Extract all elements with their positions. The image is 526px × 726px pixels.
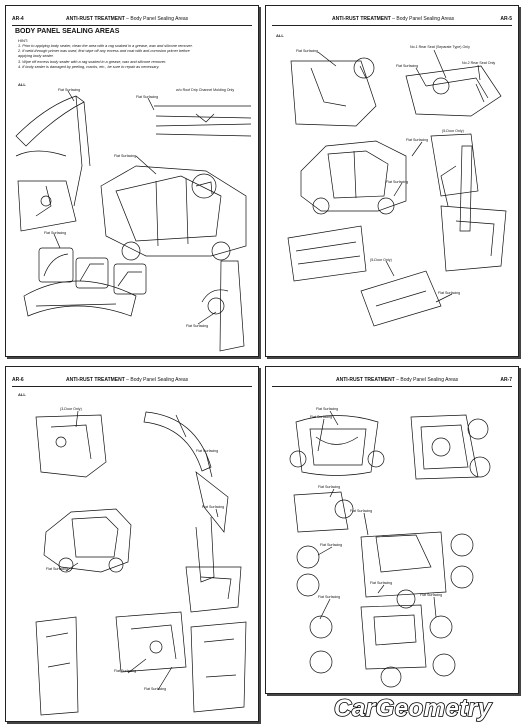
callout-label: w/o Roof Drip Channel Molding Only [176,88,235,92]
manual-page-ar7: ANTI-RUST TREATMENT – Body Panel Sealing… [265,366,519,694]
hint-item: 1. Prior to applying body sealer, clean … [18,44,193,48]
callout-label: (5-Door Only) [442,129,464,133]
callout-label: Flat Surfacing [406,138,429,142]
callout-label: Flat Surfacing [186,324,209,328]
callout-label: Flat Surfacing [386,180,409,184]
callout-label: Flat Surfacing [318,595,341,599]
callout-label: Flat Surfacing [296,49,319,53]
manual-page-ar6: AR-6 ANTI-RUST TREATMENT – Body Panel Se… [5,366,259,722]
callout-label: Flat Surfacing [136,95,159,99]
cargeometry-logo: CarGeometry [333,694,493,723]
callout-label: Flat Surfacing [58,88,81,92]
callout-label: Flat Surfacing [318,485,341,489]
section-title: BODY PANEL SEALING AREAS [15,28,120,35]
callout-label: Flat Surfacing [350,509,373,513]
page-header: AR-4 ANTI-RUST TREATMENT – Body Panel Se… [12,15,252,26]
callout-label: Flat Surfacing [202,505,225,509]
callout-label: Flat Surfacing [44,231,67,235]
manual-page-ar4: AR-4 ANTI-RUST TREATMENT – Body Panel Se… [5,5,259,357]
header-title: ANTI-RUST TREATMENT – Body Panel Sealing… [66,377,189,383]
callout-label: Flat Surfacing [396,64,419,68]
callout-label: Flat Surfacing [310,415,333,419]
page-number: AR-7 [500,377,512,383]
callout-label: Flat Surfacing [144,687,167,691]
all-label: ALL [18,82,26,87]
header-title: ANTI-RUST TREATMENT – Body Panel Sealing… [332,16,455,22]
page-number: AR-6 [12,377,24,383]
body-panel-diagram [289,410,491,688]
page-number: AR-4 [12,16,24,22]
body-panel-diagram [15,90,252,352]
page-number: AR-5 [500,16,512,22]
hint-item: 2. If weld-through primer was used, firs… [18,49,190,54]
page-header: ANTI-RUST TREATMENT – Body Panel Sealing… [272,376,512,387]
callout-label: Flat Surfacing [196,449,219,453]
header-title: ANTI-RUST TREATMENT – Body Panel Sealing… [66,16,189,22]
logo-text: CarGeometry [334,695,493,722]
callout-label: Flat Surfacing [46,567,69,571]
callout-label: Flat Surfacing [320,543,343,547]
callout-label: Flat Surfacing [370,581,393,585]
hint-list: 1. Prior to applying body sealer, clean … [18,44,253,70]
hint-label: HINT: [18,38,28,43]
callout-label: No.2 Rear Seat Only [462,61,496,65]
page-header: AR-6 ANTI-RUST TREATMENT – Body Panel Se… [12,376,252,387]
all-label: ALL [18,392,26,397]
callout-label: Flat Surfacing [114,154,137,158]
header-title: ANTI-RUST TREATMENT – Body Panel Sealing… [336,377,459,383]
manual-page-ar5: ANTI-RUST TREATMENT – Body Panel Sealing… [265,5,519,357]
hint-item: 3. Wipe off excess body sealer with a ra… [18,59,167,64]
hint-item: 4. If body sealer is damaged by peeling,… [18,64,160,69]
hint-item: applying body sealer. [18,54,54,59]
callout-label: Flat Surfacing [438,291,461,295]
callout-label: (5-Door Only) [370,258,392,262]
callout-label: Flat Surfacing [316,407,339,411]
callout-label: Flat Surfacing [420,593,443,597]
callout-label: (3-Door Only) [60,407,82,411]
body-panel-diagram [287,49,507,327]
page-header: ANTI-RUST TREATMENT – Body Panel Sealing… [272,15,512,26]
all-label: ALL [276,33,284,38]
body-panel-diagram [35,410,247,716]
callout-label: Flat Surfacing [114,669,137,673]
callout-label: No.1 Rear Seat (Separate Type) Only [410,45,470,49]
